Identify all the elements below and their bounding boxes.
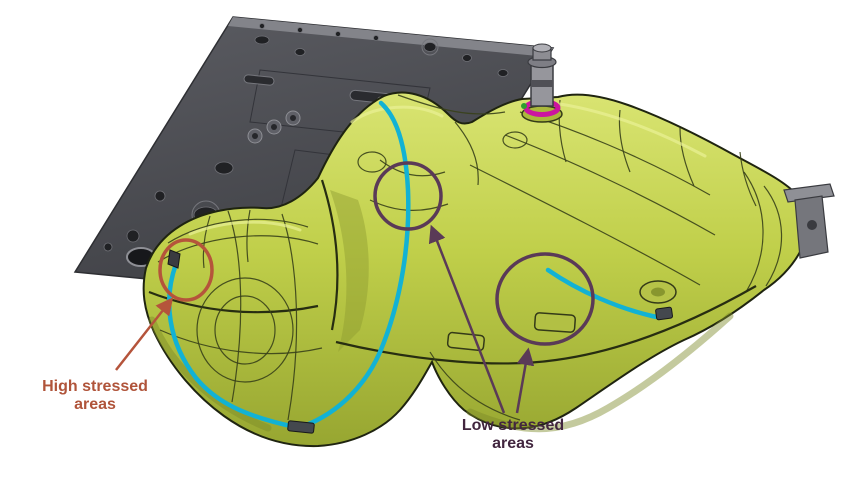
tank-boss-1 bbox=[533, 312, 576, 333]
high-stressed-label-line2: areas bbox=[74, 396, 116, 413]
strap-foot-right bbox=[655, 306, 673, 321]
plate-top-edge bbox=[228, 17, 553, 57]
low-stressed-label-line1: Low stressed bbox=[462, 417, 564, 434]
plate-holes bbox=[103, 23, 509, 267]
tank-surface-details bbox=[148, 94, 783, 421]
tank-strap-left bbox=[166, 261, 298, 430]
low-stress-arrow-1 bbox=[428, 224, 506, 414]
low-stress-marker-circle-1 bbox=[373, 161, 443, 231]
high-stressed-label-line1: High stressed bbox=[42, 378, 148, 395]
tank-straps bbox=[166, 100, 673, 434]
tank-shading bbox=[148, 190, 734, 433]
tank-silhouette bbox=[142, 91, 809, 448]
fuel-tank-body bbox=[142, 91, 809, 448]
low-stressed-label-line2: areas bbox=[492, 435, 534, 452]
filler-neck bbox=[521, 43, 563, 123]
low-stress-arrow-2 bbox=[515, 347, 535, 414]
strap-anchor bbox=[167, 249, 181, 269]
strap-foot-left bbox=[287, 420, 315, 434]
high-stress-marker-circle bbox=[158, 238, 214, 302]
filler-clip bbox=[521, 103, 527, 109]
low-stress-marker-circle-2 bbox=[495, 252, 595, 346]
high-stress-arrow bbox=[115, 297, 174, 371]
right-bracket bbox=[783, 183, 835, 259]
stress-annotations: High stressed areas Low stressed areas bbox=[42, 161, 595, 452]
tank-strap-center bbox=[301, 100, 411, 429]
